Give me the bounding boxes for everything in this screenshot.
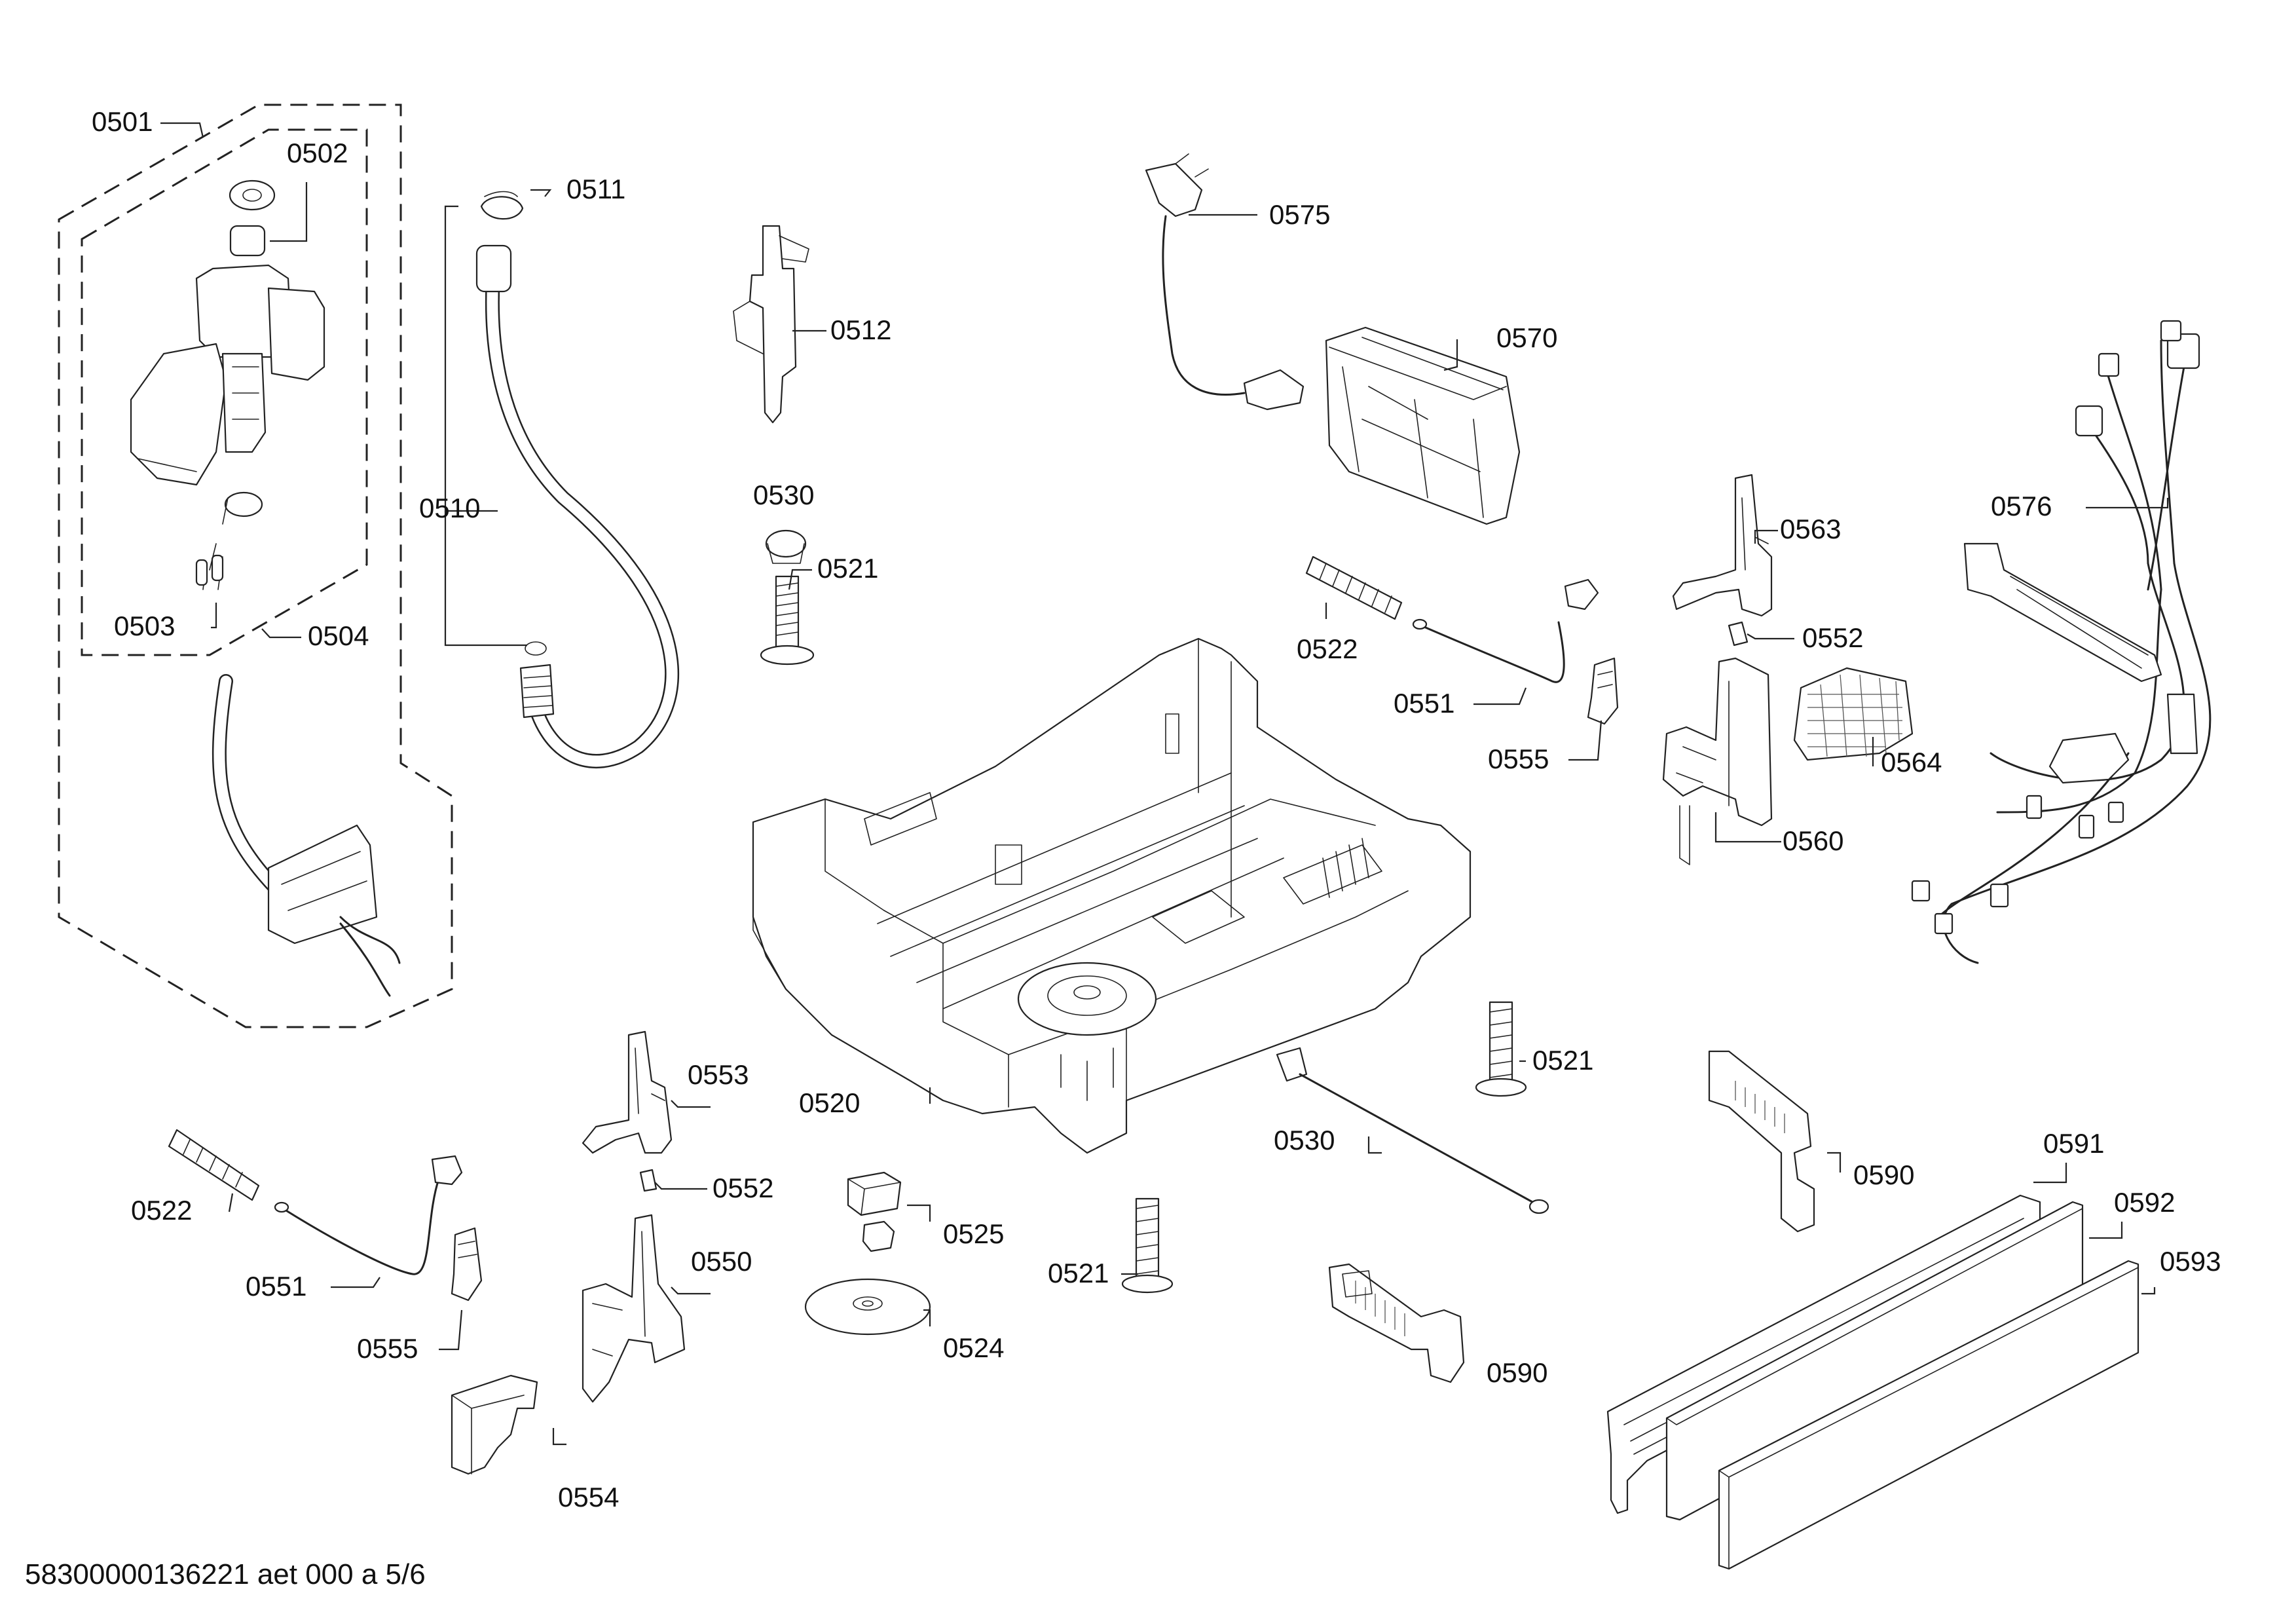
assembly-0501-boundary xyxy=(58,103,453,1028)
label-0501: 0501 xyxy=(92,106,153,137)
part-labels: 0501 0502 0503 0504 0510 0511 0512 0530 … xyxy=(92,106,2221,1512)
label-0521-mid: 0521 xyxy=(1532,1045,1593,1076)
label-0525: 0525 xyxy=(943,1218,1004,1249)
label-0575: 0575 xyxy=(1269,199,1330,230)
spring-0522-right xyxy=(1305,555,1403,620)
label-0512: 0512 xyxy=(830,314,891,345)
label-0591: 0591 xyxy=(2043,1128,2104,1159)
label-0551-right: 0551 xyxy=(1394,688,1454,719)
label-0510: 0510 xyxy=(419,493,480,523)
hinge-plate-0550 xyxy=(582,1214,686,1403)
nut-0530-top xyxy=(765,529,807,564)
cable-0551-right xyxy=(1412,578,1599,683)
label-0553: 0553 xyxy=(688,1059,749,1090)
label-0550: 0550 xyxy=(691,1246,752,1277)
label-0521-top: 0521 xyxy=(817,553,878,584)
disc-0524 xyxy=(804,1278,931,1336)
label-0502: 0502 xyxy=(287,138,348,168)
base-frame-0520 xyxy=(752,637,1472,1154)
float-switch-0525 xyxy=(847,1171,902,1252)
label-0524: 0524 xyxy=(943,1332,1004,1363)
label-0590-lower: 0590 xyxy=(1487,1357,1547,1388)
label-0570: 0570 xyxy=(1496,322,1557,353)
support-rod-0512 xyxy=(733,225,809,424)
leader-lines xyxy=(160,122,2169,1446)
label-0576: 0576 xyxy=(1991,491,2052,521)
label-0504: 0504 xyxy=(308,620,369,651)
drain-hose-0510 xyxy=(475,191,680,769)
bracket-0590-lower xyxy=(1328,1263,1465,1383)
foot-screw-0521-top xyxy=(760,575,815,666)
label-0551-left: 0551 xyxy=(246,1271,306,1302)
bracket-0555-right xyxy=(1587,657,1619,725)
label-0555-right: 0555 xyxy=(1488,743,1549,774)
label-0592: 0592 xyxy=(2114,1187,2175,1218)
clip-0552-left xyxy=(639,1169,657,1192)
hinge-plate-0560 xyxy=(1662,657,1773,865)
adjust-rod-0530-bottom xyxy=(1276,1047,1549,1214)
label-0530-bottom: 0530 xyxy=(1274,1125,1335,1155)
label-0521-bottom: 0521 xyxy=(1048,1258,1109,1288)
label-0520: 0520 xyxy=(799,1087,860,1118)
label-0564: 0564 xyxy=(1881,747,1942,778)
plinth-panel-0593 xyxy=(1718,1260,2139,1570)
label-0530-top: 0530 xyxy=(753,479,814,510)
inlet-hose-0504 xyxy=(212,674,401,997)
wiring-harness-0576 xyxy=(1911,320,2212,964)
grid-cover-0564 xyxy=(1793,667,1914,761)
cable-0551-left xyxy=(274,1155,463,1275)
label-0563: 0563 xyxy=(1780,514,1841,544)
hinge-bracket-0553 xyxy=(582,1030,673,1154)
bracket-0555-left xyxy=(451,1227,483,1302)
document-id: 58300000136221 aet 000 a 5/6 xyxy=(25,1558,426,1590)
cover-0554 xyxy=(451,1374,538,1475)
label-0552-right: 0552 xyxy=(1802,622,1863,653)
foot-screw-0521-bottom xyxy=(1121,1197,1174,1294)
power-cord-0575 xyxy=(1145,153,1305,411)
label-0511: 0511 xyxy=(566,174,625,204)
label-0593: 0593 xyxy=(2160,1246,2221,1277)
label-0552-left: 0552 xyxy=(713,1173,773,1203)
hinge-bracket-0563 xyxy=(1672,474,1773,617)
label-0560: 0560 xyxy=(1783,825,1843,856)
label-0555-left: 0555 xyxy=(357,1333,418,1364)
label-0522-left: 0522 xyxy=(131,1195,192,1226)
hose-clamp-0503 xyxy=(195,491,263,590)
spring-0522-left xyxy=(168,1129,260,1201)
label-0503: 0503 xyxy=(114,610,175,641)
foot-screw-0521-mid xyxy=(1475,1001,1527,1097)
clip-0552-right xyxy=(1728,621,1749,647)
label-0554: 0554 xyxy=(558,1482,619,1512)
control-module-0570 xyxy=(1325,326,1521,525)
label-0590-upper: 0590 xyxy=(1853,1159,1914,1190)
label-0522-right: 0522 xyxy=(1297,633,1358,664)
bracket-0590-upper xyxy=(1708,1050,1815,1233)
inlet-valve-0502 xyxy=(130,179,325,486)
